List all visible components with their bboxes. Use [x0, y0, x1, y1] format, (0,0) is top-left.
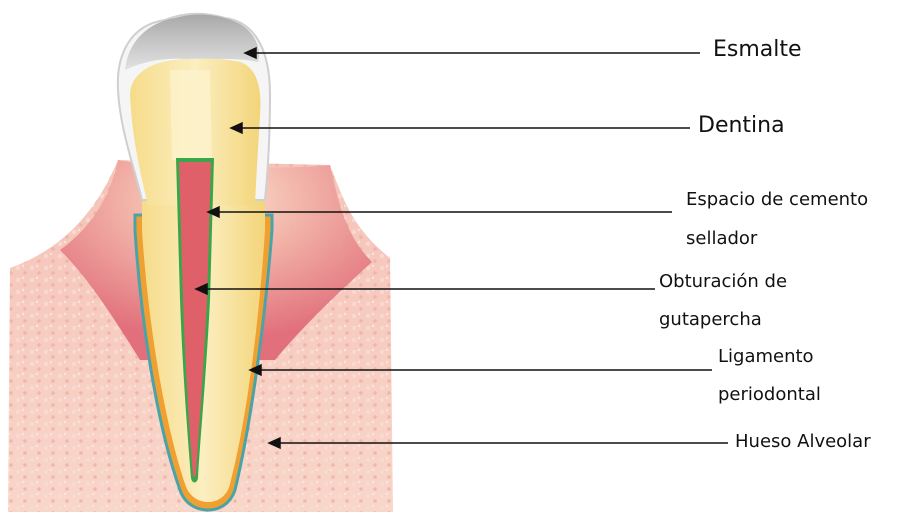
label-dentina: Dentina — [698, 112, 785, 141]
label-hueso: Hueso Alveolar — [735, 430, 871, 453]
label-espacio-line2: sellador — [686, 227, 757, 250]
label-espacio-line1: Espacio de cemento — [686, 188, 868, 211]
label-ligamento-line2: periodontal — [718, 383, 821, 406]
label-ligamento-line1: Ligamento — [718, 345, 814, 368]
pulp-chamber — [170, 70, 212, 160]
label-esmalte: Esmalte — [713, 36, 802, 65]
label-obturacion-line2: gutapercha — [659, 308, 762, 331]
label-obturacion-line1: Obturación de — [659, 270, 787, 293]
